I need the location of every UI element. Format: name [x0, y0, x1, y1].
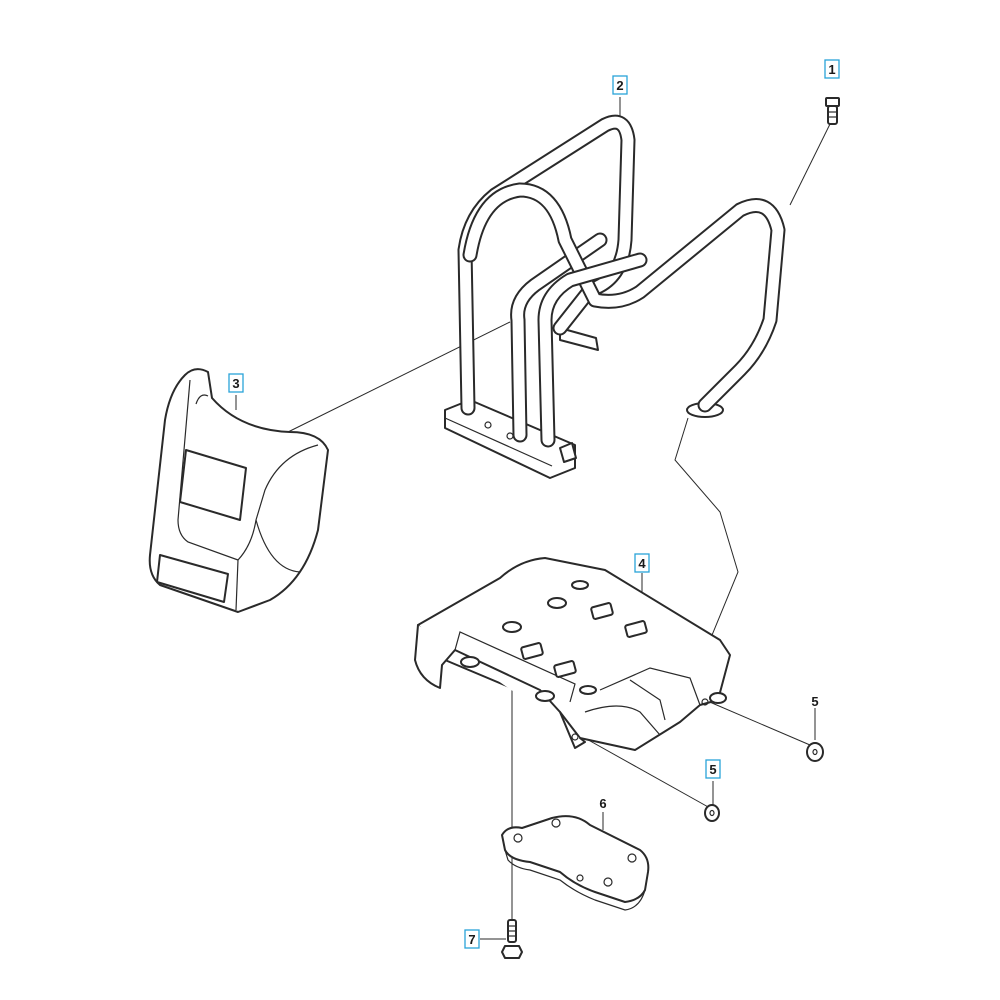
bolt-part-7 — [501, 919, 523, 959]
clamp-plate-part-6 — [501, 815, 650, 911]
washer-part-5-left — [704, 804, 720, 822]
callout-5-right: 5 — [811, 694, 818, 709]
seat-cover-part-3 — [148, 368, 329, 613]
callout-5-right-label: 5 — [811, 694, 818, 709]
callout-1: 1 — [824, 59, 840, 79]
callout-5-left: 5 — [705, 759, 721, 779]
callout-2: 2 — [612, 75, 628, 95]
callout-5-left-label: 5 — [709, 762, 716, 777]
bolt-part-1 — [825, 97, 840, 125]
mounting-base-part-4 — [414, 557, 731, 751]
washer-part-5-right — [806, 742, 824, 762]
roll-bar-frame-part-2 — [444, 114, 786, 479]
callout-1-label: 1 — [828, 62, 835, 77]
callout-4: 4 — [634, 553, 650, 573]
callout-7: 7 — [464, 929, 480, 949]
callout-6: 6 — [599, 796, 606, 811]
callout-3: 3 — [228, 373, 244, 393]
callout-4-label: 4 — [638, 556, 646, 571]
callout-7-label: 7 — [468, 932, 475, 947]
callout-3-label: 3 — [232, 376, 239, 391]
callout-2-label: 2 — [616, 78, 623, 93]
leader-lines — [235, 97, 832, 940]
callout-6-label: 6 — [599, 796, 606, 811]
